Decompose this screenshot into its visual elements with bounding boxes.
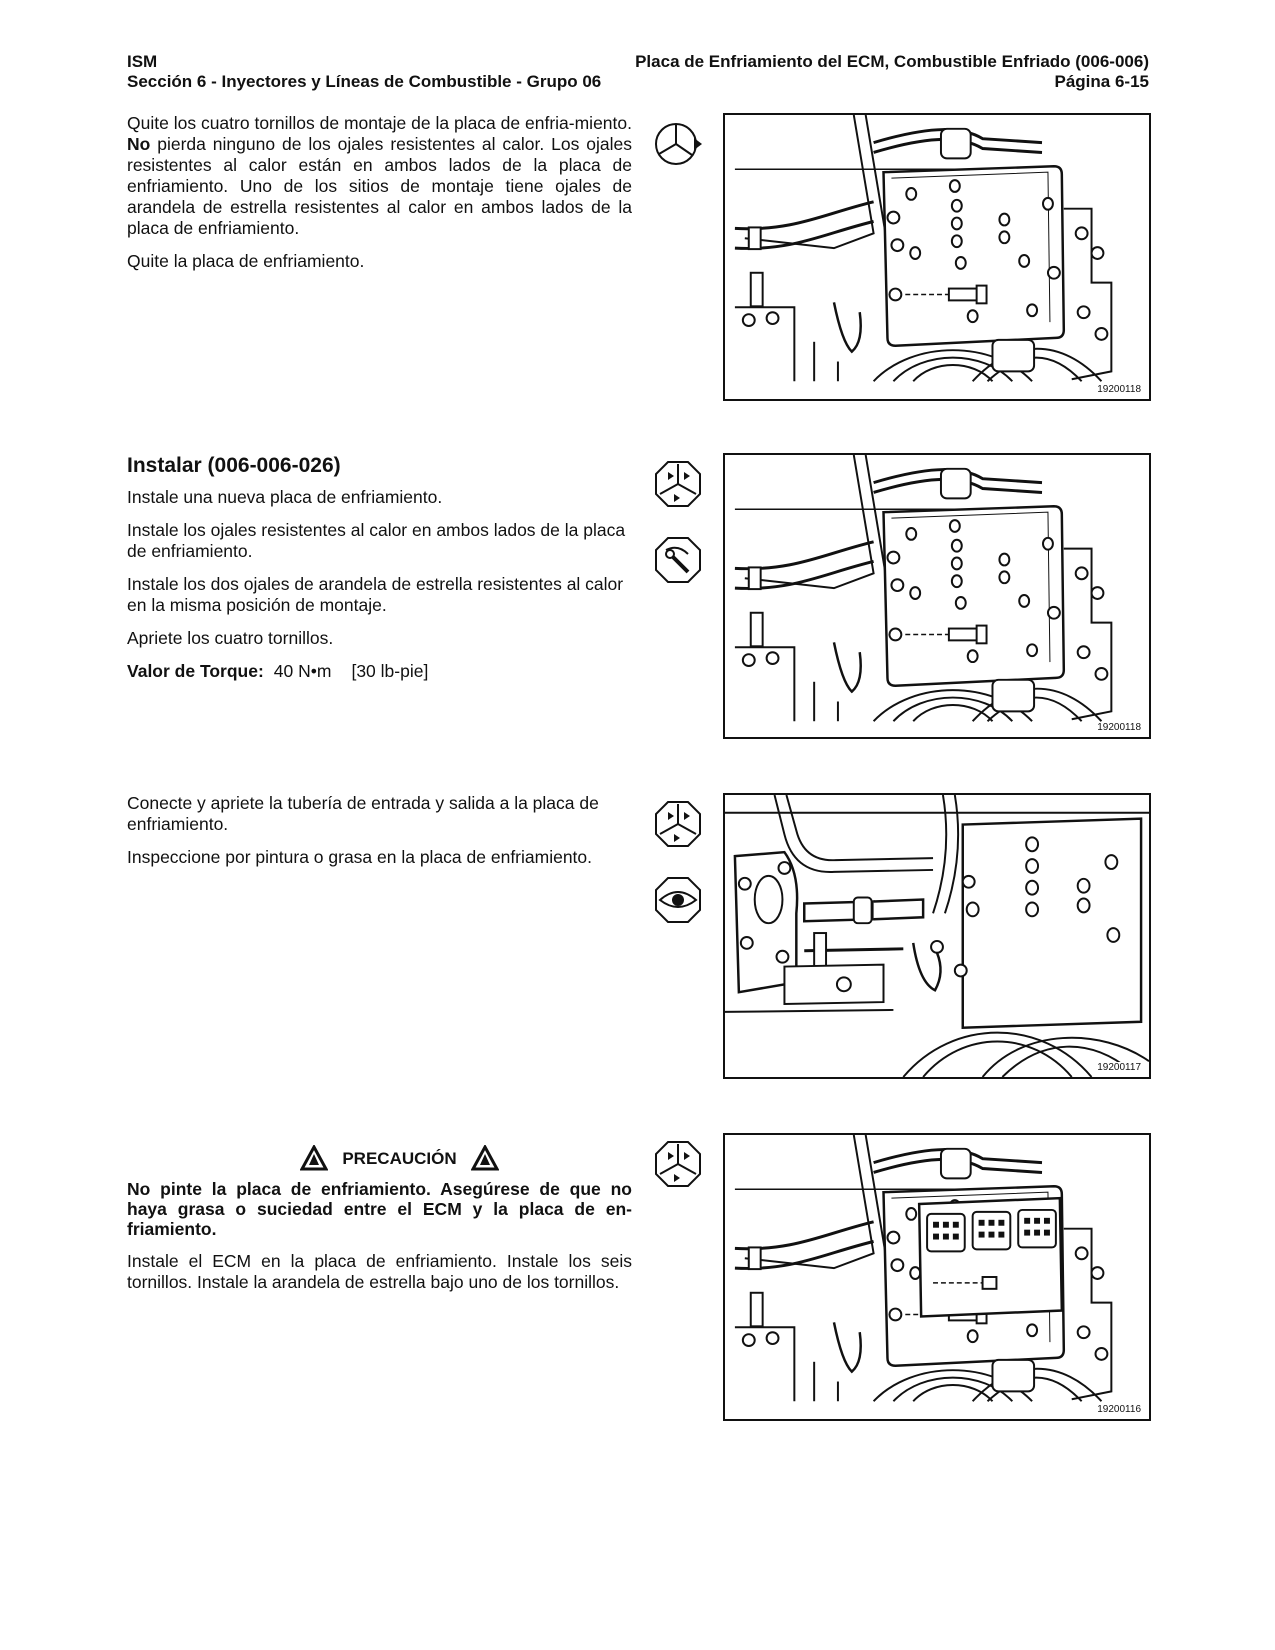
remove-fastener-icon [655,123,702,165]
manual-title: ISM [127,52,158,71]
caution-header: PRECAUCIÓN [127,1145,632,1171]
warning-triangle-icon [300,1145,329,1171]
install-fastener-icon [655,1141,701,1187]
install-fastener-icon [655,461,701,507]
install-heading: Instalar (006-006-026) [127,454,341,477]
ecm-install-step: Instale el ECM en la placa de enfriamien… [127,1251,632,1292]
section-title: Sección 6 - Inyectores y Líneas de Combu… [127,72,602,91]
figure-ecm-install: 19200116 [723,1133,1151,1421]
page-number: Página 6-15 [1054,72,1150,91]
connect-instructions: Conecte y apriete la tubería de entrada … [127,793,632,880]
figure-number: 19200118 [1095,384,1143,395]
install-step-2: Instale los ojales resistentes al calor … [127,520,626,561]
install-step-3: Instale los dos ojales de arandela de es… [127,574,624,615]
figure-number: 19200116 [1095,1404,1143,1415]
remove-plate-step: Quite la placa de enfriamiento. [127,251,365,271]
procedure-title: Placa de Enfriamiento del ECM, Combustib… [635,52,1149,71]
removal-instructions: Quite los cuatro tornillos de montaje de… [127,113,632,284]
install-step-1: Instale una nueva placa de enfriamiento. [127,487,443,507]
warning-triangle-icon [470,1145,499,1171]
removal-paragraph: Quite los cuatro tornillos de montaje de… [127,113,632,238]
inspect-eye-icon [655,877,701,923]
page-header: ISM Placa de Enfriamiento del ECM, Combu… [127,52,1149,92]
torque-wrench-icon [655,537,701,583]
figure-cooling-plate-removal: 19200118 [723,113,1151,401]
install-step-4: Apriete los cuatro tornillos. [127,628,334,648]
figure-number: 19200118 [1095,722,1143,733]
caution-label: PRECAUCIÓN [342,1148,457,1168]
inspect-step: Inspeccione por pintura o grasa en la pl… [127,847,593,867]
torque-value: Valor de Torque:40 N•m[30 lb-pie] [127,661,429,681]
caution-text: No pinte la placa de enfriamiento. Asegú… [127,1179,632,1239]
install-instructions: Instalar (006-006-026) Instale una nueva… [127,453,632,694]
connect-step: Conecte y apriete la tubería de entrada … [127,793,599,834]
figure-number: 19200117 [1095,1062,1143,1073]
ecm-install-instructions: PRECAUCIÓN No pinte la placa de enfriami… [127,1145,632,1305]
figure-cooling-plate-install: 19200118 [723,453,1151,739]
no-emphasis: No [127,134,151,154]
figure-fuel-line-connection: 19200117 [723,793,1151,1079]
install-fastener-icon [655,801,701,847]
